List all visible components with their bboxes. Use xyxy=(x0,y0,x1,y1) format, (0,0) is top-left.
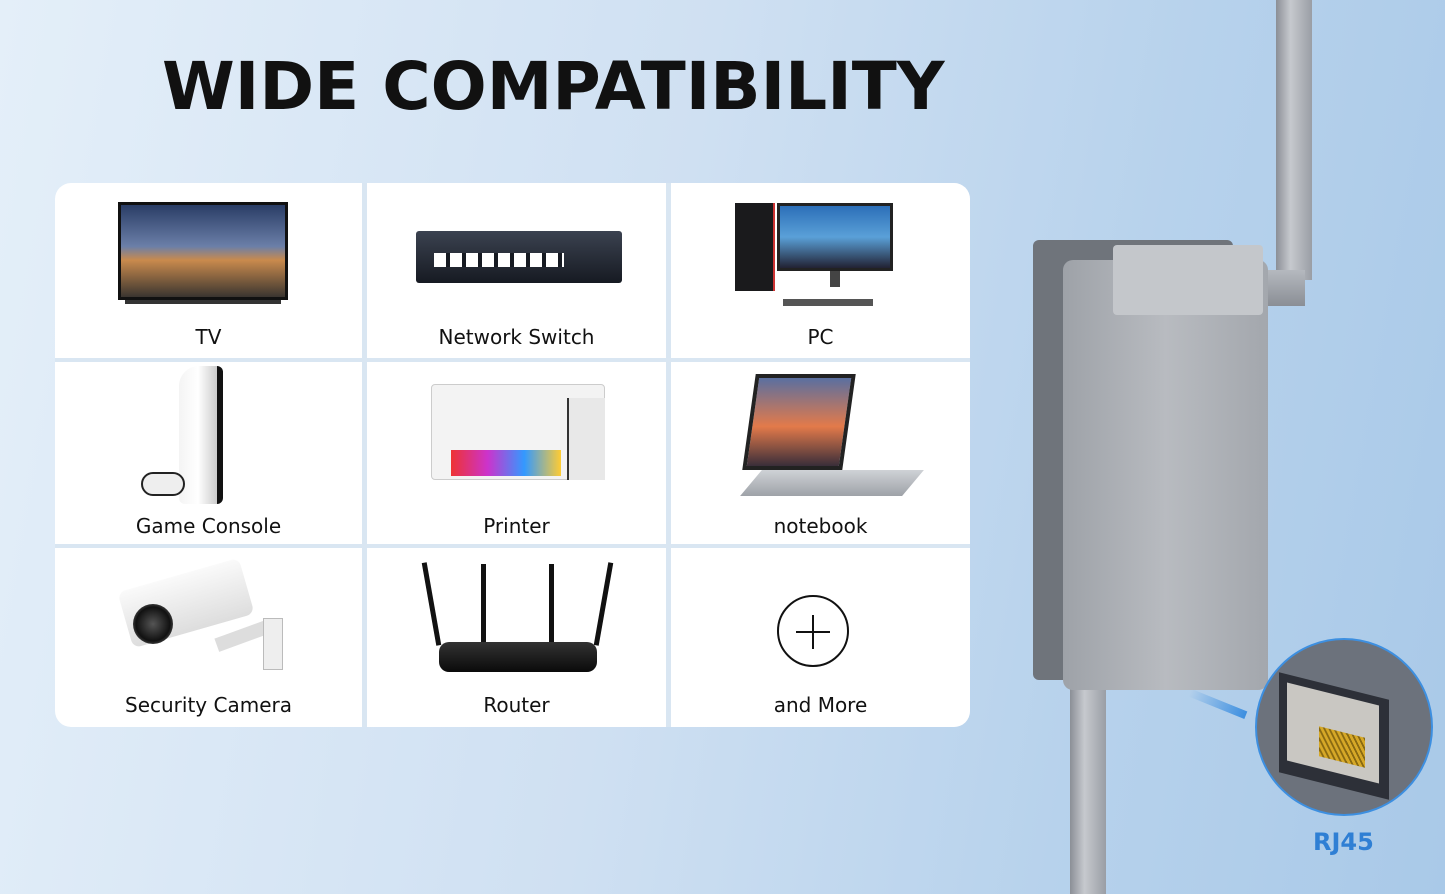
device-network-switch: Network Switch xyxy=(367,183,666,358)
device-notebook: notebook xyxy=(671,362,970,544)
game-console-icon xyxy=(141,366,233,506)
device-label: and More xyxy=(773,693,868,717)
pc-icon xyxy=(735,203,895,313)
device-label: Router xyxy=(483,693,550,717)
device-security-camera: Security Camera xyxy=(55,548,362,727)
device-tv: TV xyxy=(55,183,362,358)
arrow-icon xyxy=(1188,689,1248,719)
device-label: Game Console xyxy=(135,514,282,538)
device-label: Network Switch xyxy=(438,325,595,349)
device-more: and More xyxy=(671,548,970,727)
device-router: Router xyxy=(367,548,666,727)
device-label: Printer xyxy=(483,514,550,538)
device-printer: Printer xyxy=(367,362,666,544)
notebook-icon xyxy=(740,374,924,500)
device-label: notebook xyxy=(773,514,868,538)
page-title: WIDE COMPATIBILITY xyxy=(162,48,945,125)
rj45-port-closeup xyxy=(1255,638,1433,816)
cable-top xyxy=(1276,0,1312,280)
device-game-console: Game Console xyxy=(55,362,362,544)
device-pc: PC xyxy=(671,183,970,358)
network-switch-icon xyxy=(416,231,622,283)
device-label: PC xyxy=(807,325,834,349)
device-label: TV xyxy=(195,325,222,349)
printer-icon xyxy=(431,384,605,484)
device-label: Security Camera xyxy=(125,693,292,717)
tv-icon xyxy=(118,202,288,300)
router-icon xyxy=(421,562,614,680)
cable-bottom xyxy=(1070,680,1106,894)
security-camera-icon xyxy=(115,557,285,678)
rj45-label: RJ45 xyxy=(1313,828,1374,856)
adapter-device xyxy=(1033,240,1268,690)
plus-circle-icon xyxy=(777,595,849,667)
compatibility-grid: TV Network Switch PC Game Console Printe… xyxy=(55,183,970,727)
